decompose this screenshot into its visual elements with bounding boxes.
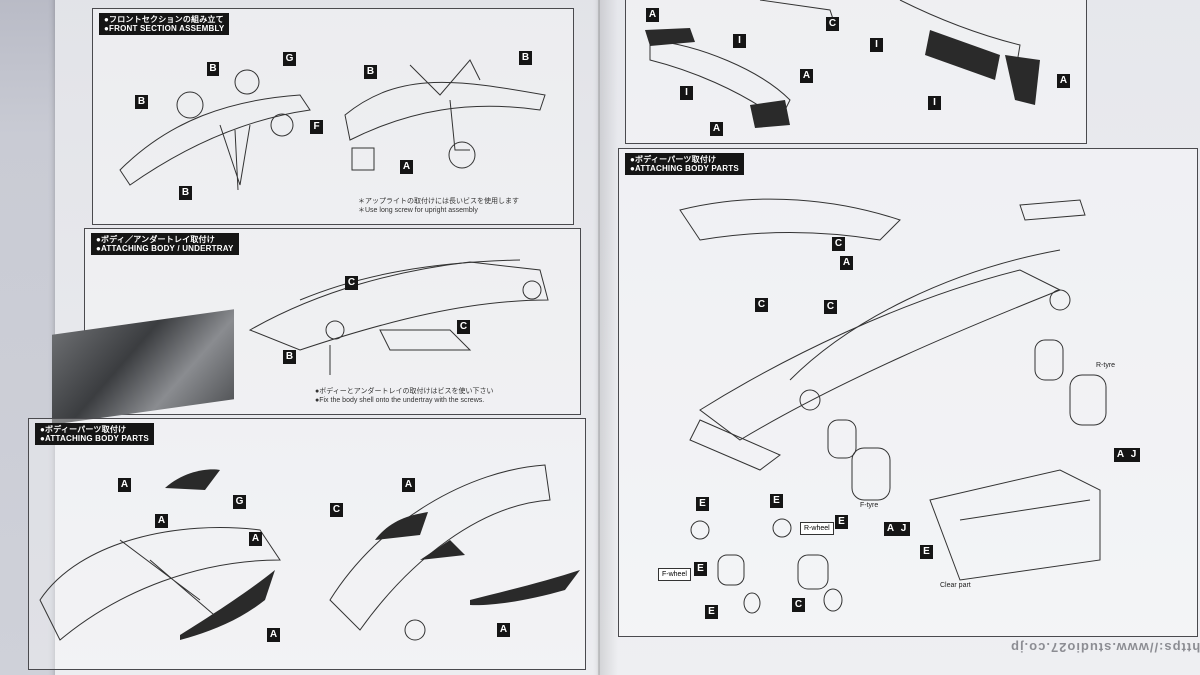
- undertray-note: ●ボディーとアンダートレイの取付けはビスを使い下さい ●Fix the body…: [315, 387, 493, 405]
- part-tag-b5: B: [519, 51, 532, 65]
- part-tag-b1: B: [207, 62, 219, 76]
- part-tag-c1: C: [345, 276, 358, 290]
- part-tag-a9: A: [800, 69, 813, 83]
- label-f-wheel: F-wheel: [658, 568, 691, 581]
- header-body-parts-right: ●ボディーパーツ取付け ●ATTACHING BODY PARTS: [625, 153, 744, 175]
- label-clear-part: Clear part: [940, 582, 971, 589]
- label-r-wheel: R-wheel: [800, 522, 834, 535]
- part-tag-a5: A: [267, 628, 280, 642]
- part-tag-c5: C: [832, 237, 845, 251]
- panel-body-parts-right: ●ボディーパーツ取付け ●ATTACHING BODY PARTS: [618, 148, 1198, 637]
- part-tag-f: F: [310, 120, 323, 134]
- part-tag-e4: E: [835, 515, 848, 529]
- part-tag-i4: I: [928, 96, 941, 110]
- part-tag-c3: C: [330, 503, 343, 517]
- header-en: ●FRONT SECTION ASSEMBLY: [104, 24, 225, 33]
- part-tag-a2: A: [118, 478, 131, 492]
- part-tag-a4: A: [249, 532, 262, 546]
- part-tag-a8: A: [646, 8, 659, 22]
- part-tag-a6: A: [402, 478, 415, 492]
- part-tag-a1: A: [400, 160, 413, 174]
- part-tag-c2: C: [457, 320, 470, 334]
- part-tag-b3: B: [179, 186, 192, 200]
- part-tag-b6: B: [283, 350, 296, 364]
- part-tag-a10: A: [1057, 74, 1070, 88]
- header-en: ●ATTACHING BODY / UNDERTRAY: [96, 244, 234, 253]
- part-tag-b4: B: [364, 65, 377, 79]
- header-jp: ●ボディ／アンダートレイ取付け: [96, 235, 215, 244]
- header-body-parts-left: ●ボディーパーツ取付け ●ATTACHING BODY PARTS: [35, 423, 154, 445]
- part-tag-c6: C: [755, 298, 768, 312]
- part-tag-a7: A: [497, 623, 510, 637]
- part-tag-e3: E: [694, 562, 707, 576]
- note-en: ●Fix the body shell onto the undertray w…: [315, 397, 485, 404]
- header-front-section: ●フロントセクションの組み立て ●FRONT SECTION ASSEMBLY: [99, 13, 230, 35]
- part-tag-c4: C: [826, 17, 839, 31]
- website-url: URL https://www.studio27.co.jp: [1010, 640, 1200, 655]
- panel-front-section: ●フロントセクションの組み立て ●FRONT SECTION ASSEMBLY …: [92, 8, 574, 225]
- header-jp: ●フロントセクションの組み立て: [104, 15, 224, 24]
- front-note: ＊アップライトの取付けには長いビスを使用します ＊Use long screw …: [358, 197, 519, 215]
- header-en: ●ATTACHING BODY PARTS: [630, 164, 739, 173]
- part-tag-e2: E: [770, 494, 783, 508]
- note-en: ＊Use long screw for upright assembly: [358, 207, 478, 214]
- part-tag-e1: E: [696, 497, 709, 511]
- part-tag-a11: A: [710, 122, 723, 136]
- note-jp: ＊アップライトの取付けには長いビスを使用します: [358, 198, 519, 205]
- panel-body-parts-left: ●ボディーパーツ取付け ●ATTACHING BODY PARTS: [28, 418, 586, 670]
- header-en: ●ATTACHING BODY PARTS: [40, 434, 149, 443]
- part-tag-e6: E: [705, 605, 718, 619]
- label-f-tyre: F-tyre: [860, 502, 879, 509]
- part-tag-g2: G: [233, 495, 246, 509]
- part-tag-c8: C: [792, 598, 805, 612]
- label-r-tyre: R-tyre: [1096, 362, 1116, 369]
- part-tag-a12: A: [840, 256, 853, 270]
- part-tag-a3: A: [155, 514, 168, 528]
- header-jp: ●ボディーパーツ取付け: [40, 425, 127, 434]
- part-tag-e5: E: [920, 545, 933, 559]
- header-jp: ●ボディーパーツ取付け: [630, 155, 717, 164]
- part-tag-i3: I: [680, 86, 693, 100]
- part-tag-i1: I: [733, 34, 746, 48]
- note-jp: ●ボディーとアンダートレイの取付けはビスを使い下さい: [315, 388, 494, 395]
- header-undertray: ●ボディ／アンダートレイ取付け ●ATTACHING BODY / UNDERT…: [91, 233, 239, 255]
- part-tag-i2: I: [870, 38, 883, 52]
- part-tag-c7: C: [824, 300, 837, 314]
- page-fold-shadow: [598, 0, 618, 675]
- part-tag-g: G: [283, 52, 296, 66]
- part-tag-b2: B: [135, 95, 148, 109]
